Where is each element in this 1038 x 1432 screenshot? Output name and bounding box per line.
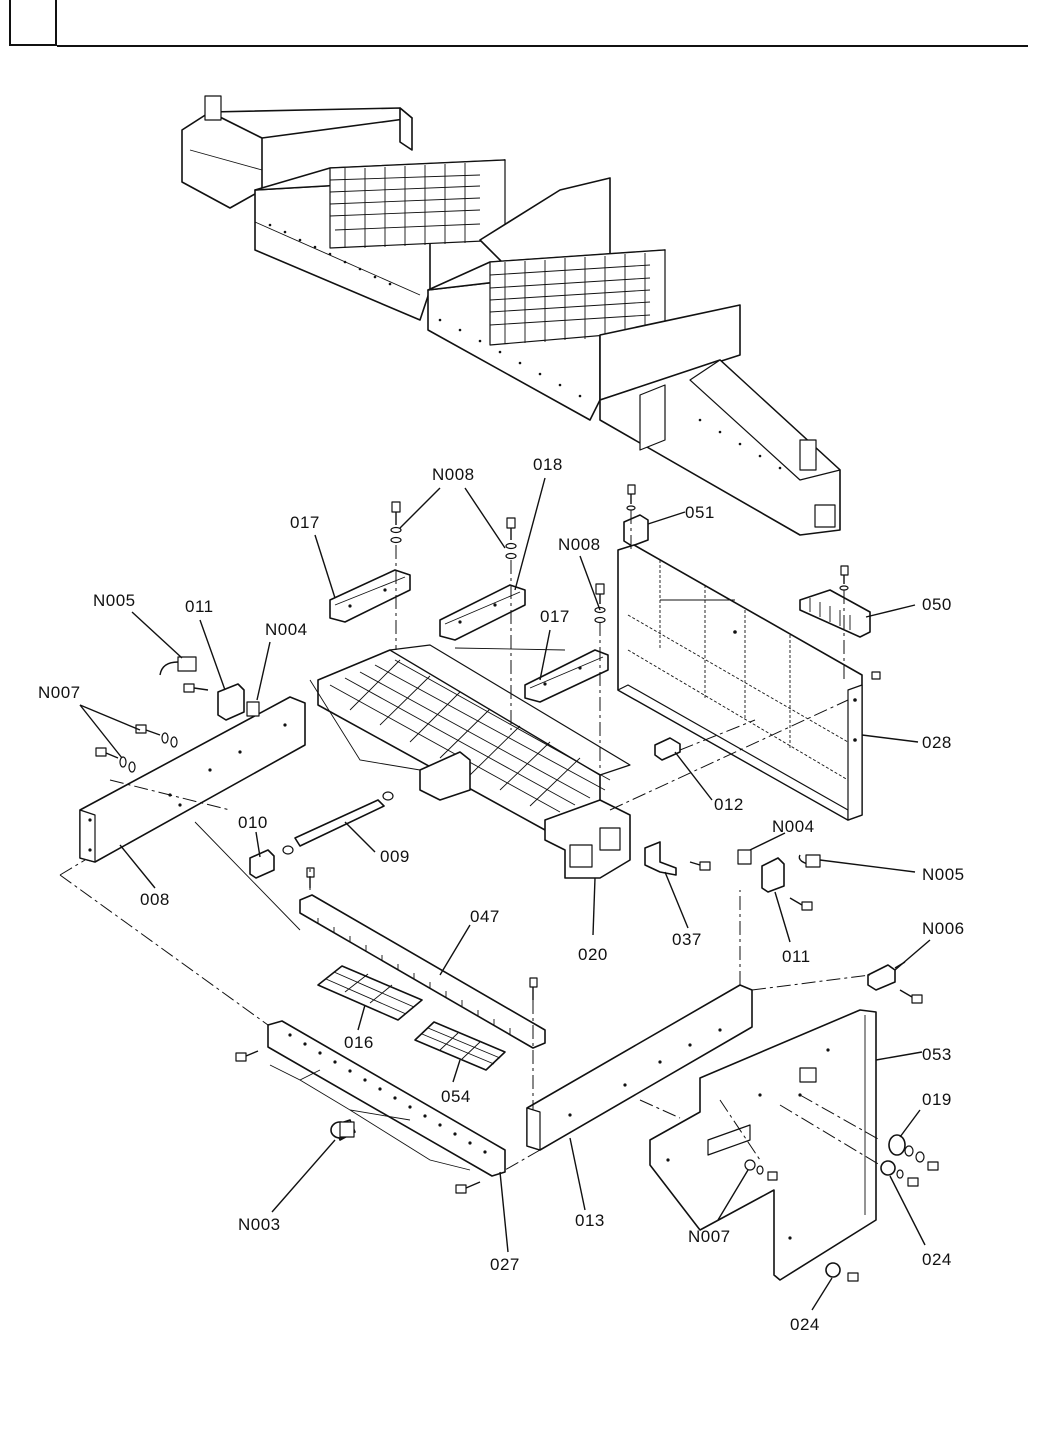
label-n007-right: N007: [688, 1227, 731, 1246]
label-050: 050: [922, 595, 952, 614]
label-024-b: 024: [790, 1315, 820, 1334]
part-024-upper: [881, 1161, 918, 1186]
main-frame-assembly: [182, 96, 840, 535]
label-016: 016: [344, 1033, 374, 1052]
part-012: [655, 738, 680, 760]
part-008-plate: [80, 697, 305, 862]
part-n006: [868, 962, 922, 1003]
label-017-left: 017: [290, 513, 320, 532]
part-037: [645, 842, 710, 875]
part-017-middle: [525, 650, 608, 702]
label-010: 010: [238, 813, 268, 832]
label-013: 013: [575, 1211, 605, 1230]
label-n004-left: N004: [265, 620, 308, 639]
label-018: 018: [533, 455, 563, 474]
part-n003: [331, 1122, 354, 1138]
part-024-lower: [826, 1263, 858, 1281]
label-n008-mid: N008: [558, 535, 601, 554]
label-n004-right: N004: [772, 817, 815, 836]
label-n003: N003: [238, 1215, 281, 1234]
part-009-shaft: [283, 792, 393, 854]
label-024-a: 024: [922, 1250, 952, 1269]
label-012: 012: [714, 795, 744, 814]
label-n008-top: N008: [432, 465, 475, 484]
label-051: 051: [685, 503, 715, 522]
label-047: 047: [470, 907, 500, 926]
label-n007-left: N007: [38, 683, 81, 702]
part-010: [250, 850, 274, 878]
part-054-mesh: [415, 1022, 505, 1070]
part-051: [624, 515, 648, 546]
label-028: 028: [922, 733, 952, 752]
label-017-mid: 017: [540, 607, 570, 626]
label-019: 019: [922, 1090, 952, 1109]
label-009: 009: [380, 847, 410, 866]
label-n005-left: N005: [93, 591, 136, 610]
part-017-left: [330, 570, 410, 622]
label-037: 037: [672, 930, 702, 949]
part-019-spacer: [889, 1135, 938, 1170]
part-047-bar: [300, 868, 545, 1048]
label-n005-right: N005: [922, 865, 965, 884]
label-008: 008: [140, 890, 170, 909]
part-050: [800, 590, 870, 637]
label-011-right: 011: [782, 947, 811, 966]
label-053: 053: [922, 1045, 952, 1064]
label-054: 054: [441, 1087, 471, 1106]
label-027: 027: [490, 1255, 520, 1274]
part-018: [440, 585, 525, 640]
label-011-left: 011: [185, 597, 214, 616]
label-n006: N006: [922, 919, 965, 938]
sensor-assembly-right: [738, 850, 820, 910]
label-020: 020: [578, 945, 608, 964]
